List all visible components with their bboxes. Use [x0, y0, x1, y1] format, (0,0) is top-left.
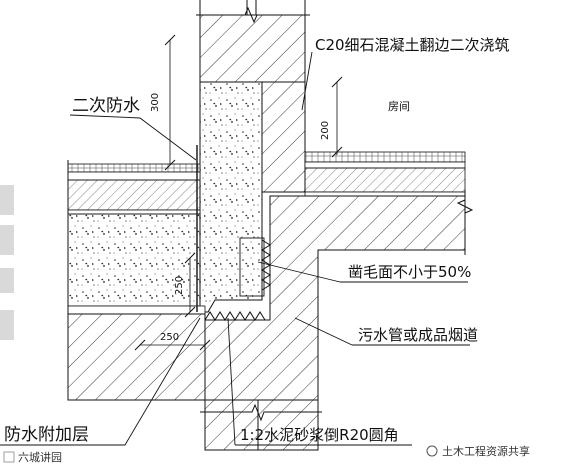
break-line-top	[196, 6, 310, 24]
watermark-right-text: 土木工程资源共享	[442, 444, 530, 458]
dim-250h-tick-right	[199, 339, 211, 351]
blurred-margin-block-4	[0, 310, 14, 340]
leader-cement-mortar	[227, 317, 236, 446]
dim-200-tick-bottom	[331, 146, 343, 158]
room-screed-layer	[304, 161, 466, 169]
blurred-margin-block-2	[0, 225, 14, 255]
left-watermark-badge	[3, 451, 15, 463]
left-bottom-screed	[67, 305, 206, 315]
label-sewage-pipe: 污水管或成品烟道	[358, 326, 478, 344]
room-mortar-layer	[304, 191, 466, 197]
wechat-watermark: 土木工程资源共享	[426, 444, 530, 458]
dim-300-label: 300	[150, 93, 161, 112]
label-roughen-surface: 凿毛面不小于50%	[348, 263, 471, 281]
left-fill-hatch	[67, 179, 201, 211]
upper-wall	[199, 14, 306, 83]
room-fill-layer	[304, 167, 466, 193]
label-secondary-waterproof: 二次防水	[72, 96, 140, 116]
dim-300-tick-top	[164, 34, 176, 46]
left-watermark: 六城讲园	[3, 450, 62, 464]
leader-roughen-tail	[257, 261, 341, 283]
watermark-left-text: 六城讲园	[18, 450, 62, 464]
wechat-icon	[426, 445, 438, 457]
c20-concrete-upstand	[199, 81, 263, 313]
dim-250h-tick-left	[134, 339, 146, 351]
label-cement-mortar: 1:2水泥砂浆倒R20圆角	[240, 426, 399, 444]
label-waterproof-layer: 防水附加层	[4, 425, 89, 445]
left-tile-layer	[67, 163, 201, 173]
break-line-right	[456, 190, 474, 255]
label-c20-note: C20细石混凝土翻边二次浇筑	[315, 36, 510, 54]
left-screed-layer	[67, 171, 201, 181]
dim-250-vertical-label: 250	[174, 276, 185, 295]
leader-secondary-waterproof	[69, 114, 197, 161]
roughened-joint-zigzag	[204, 311, 266, 321]
lower-wall	[204, 399, 319, 451]
left-membrane-line	[67, 209, 201, 215]
dim-200-label: 200	[320, 121, 331, 140]
dim-250v-tick-bottom	[184, 306, 196, 318]
dim-200-tick-top	[331, 76, 343, 88]
blurred-margin-block-1	[0, 185, 14, 215]
dim-300-tick-bottom	[164, 159, 176, 171]
roughened-joint-box	[239, 237, 265, 297]
blurred-margin-block-3	[0, 268, 14, 293]
upper-wall-right-hatch	[261, 81, 306, 193]
leader-waterproof-layer	[0, 317, 201, 446]
leader-sewage-tail	[294, 317, 353, 346]
leader-c20	[301, 51, 313, 111]
label-room: 房间	[388, 100, 410, 113]
left-structural-slab	[67, 313, 206, 401]
room-tile-layer	[304, 151, 466, 163]
dim-250v-tick-top	[184, 252, 196, 264]
dim-250-horizontal-label: 250	[160, 332, 179, 343]
